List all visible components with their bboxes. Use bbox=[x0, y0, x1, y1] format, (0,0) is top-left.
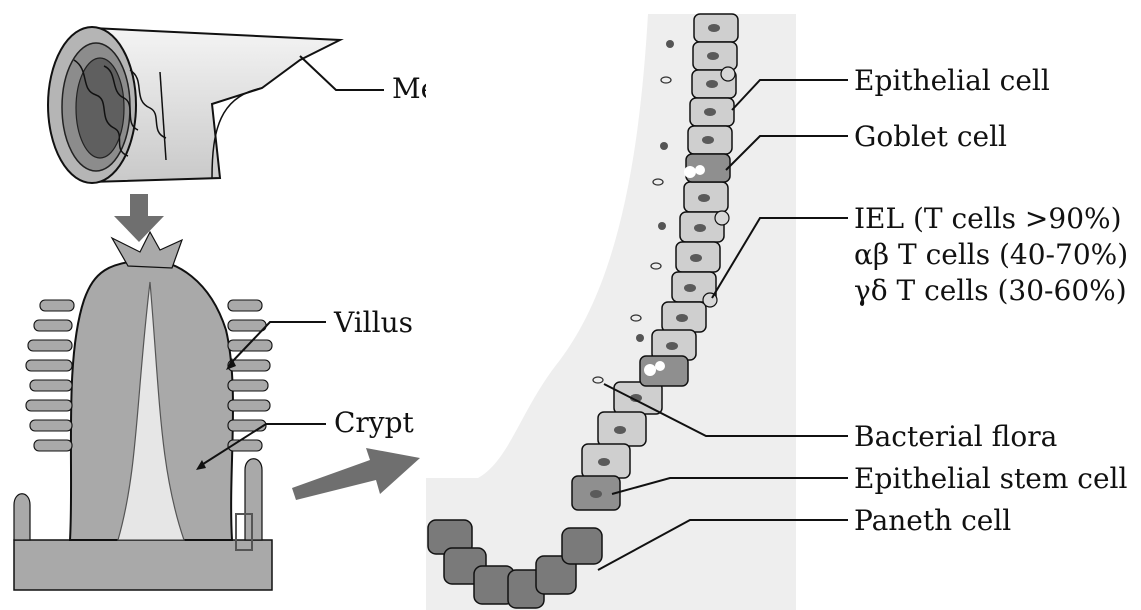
epithelial-cell-label: Epithelial cell bbox=[854, 64, 1050, 97]
paneth-cell-label: Paneth cell bbox=[854, 504, 1011, 537]
diagonal-arrow-icon bbox=[292, 448, 420, 500]
iel-label-line1: IEL (T cells >90%) bbox=[854, 202, 1122, 235]
iel-label-line2: αβ T cells (40-70%) bbox=[854, 238, 1128, 271]
bacterial-flora-label: Bacterial flora bbox=[854, 420, 1057, 453]
intestine-tube bbox=[48, 27, 340, 183]
epithelial-stem-cell-label: Epithelial stem cell bbox=[854, 462, 1127, 495]
goblet-cell-label: Goblet cell bbox=[854, 120, 1007, 153]
crypt-label: Crypt bbox=[334, 406, 415, 439]
mesenterium-leader bbox=[300, 56, 384, 90]
villus-label: Villus bbox=[333, 306, 413, 339]
down-arrow-icon bbox=[114, 194, 164, 242]
villus-section bbox=[14, 232, 272, 590]
iel-label-line3: γδ T cells (30-60%) bbox=[854, 274, 1127, 307]
